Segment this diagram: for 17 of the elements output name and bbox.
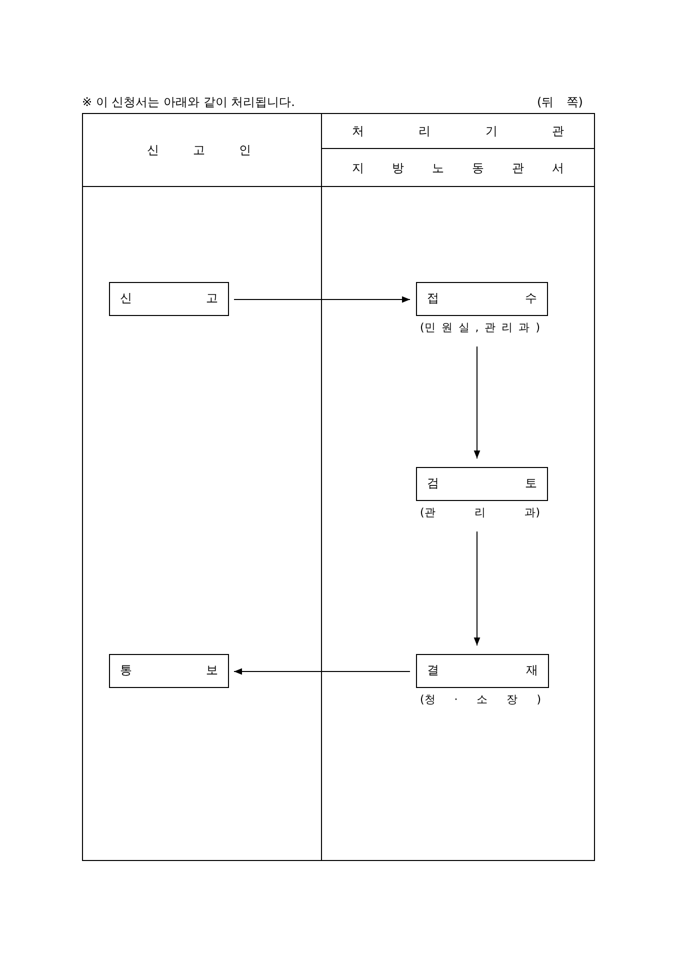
column-header: 처 리 기 관	[352, 123, 564, 140]
form-note: ※ 이 신청서는 아래와 같이 처리됩니다.	[82, 94, 295, 111]
node-label: (관 리 과)	[420, 505, 540, 520]
arrow	[234, 296, 410, 303]
process-box: 통 보	[109, 654, 229, 688]
column-header: 신 고 인	[147, 142, 251, 159]
page-side-note: (뒤 쪽)	[537, 94, 583, 111]
process-box: 결 재	[416, 654, 549, 688]
arrow	[474, 531, 480, 646]
node-label: (민 원 실 , 관 리 과 )	[420, 320, 540, 335]
arrow	[234, 668, 410, 675]
column-header: 지 방 노 동 관 서	[352, 160, 564, 177]
arrow	[474, 346, 480, 459]
process-box: 신 고	[109, 282, 229, 316]
process-box: 검 토	[416, 467, 548, 501]
process-box: 접 수	[416, 282, 548, 316]
node-label: (청 · 소 장 )	[420, 692, 541, 707]
